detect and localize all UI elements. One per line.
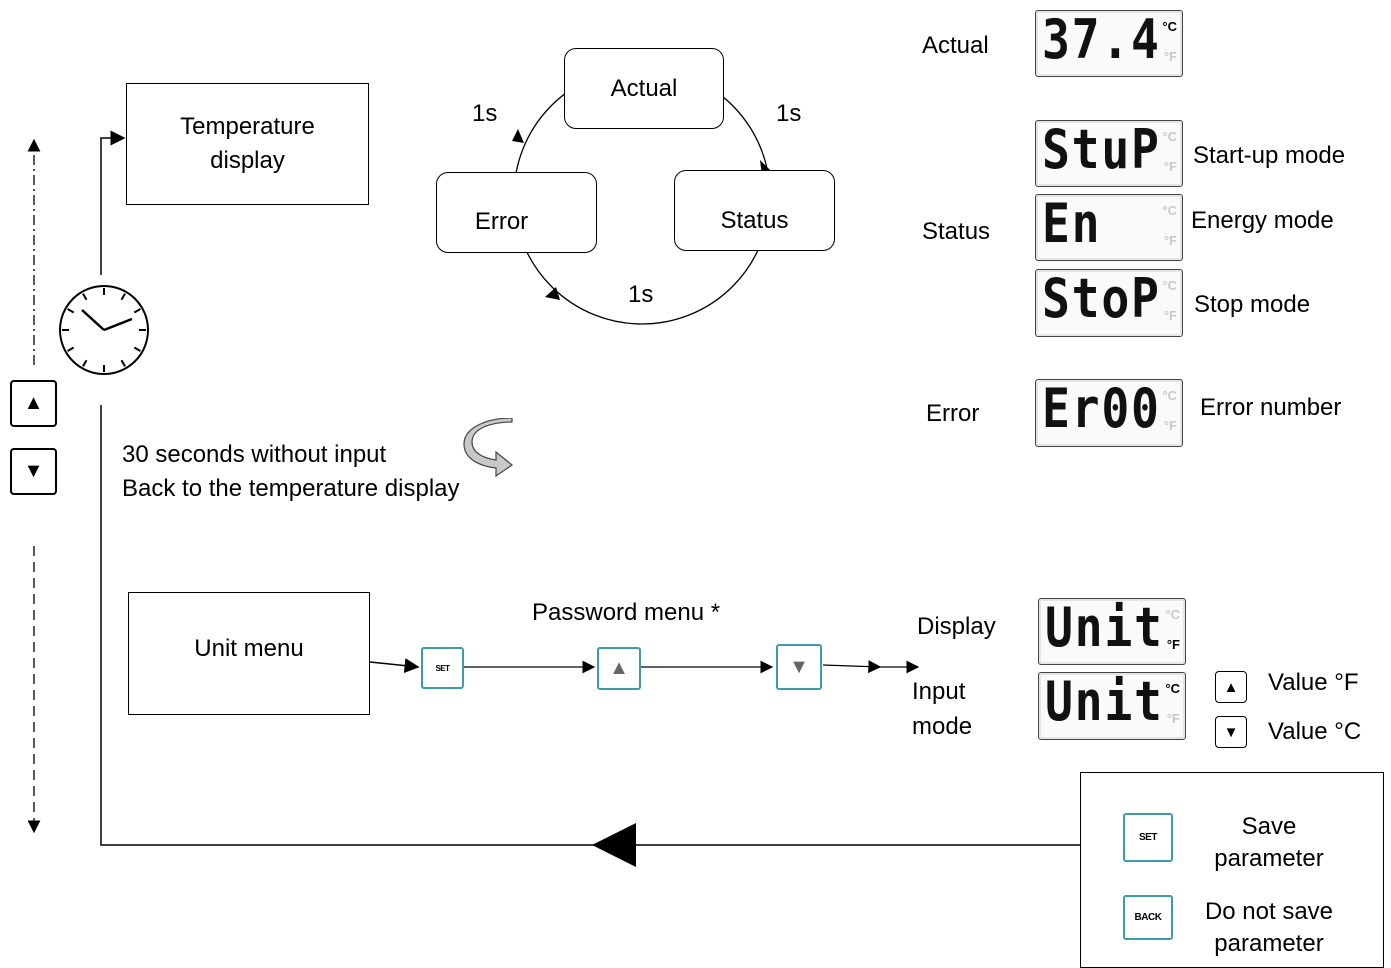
down-arrow-icon: ▼ [1223, 723, 1239, 741]
temperature-display-label: Temperature display [180, 113, 315, 174]
error-number-label: Error number [1200, 394, 1342, 421]
startup-mode-label: Start-up mode [1193, 142, 1346, 169]
back-key-label: BACK [1134, 912, 1162, 923]
back-key-button[interactable]: BACK [1123, 895, 1173, 940]
lcd-unit-f: °F [1163, 49, 1177, 64]
lcd-unit-f: °F [1163, 308, 1177, 323]
error-label: Error [926, 400, 980, 427]
lcd-unit-fahrenheit: Unit °C °F [1038, 596, 1186, 665]
lcd-unit-f: °F [1166, 711, 1180, 726]
lcd-unit-c: °C [1162, 129, 1177, 144]
lcd-unit-f: °F [1163, 418, 1177, 433]
value-f-label: Value °F [1268, 669, 1359, 696]
cycle-actual-box: Actual [564, 48, 724, 129]
down-key-button[interactable]: ▼ [776, 644, 822, 690]
up-arrow-icon: ▲ [23, 392, 44, 414]
clock-icon [59, 285, 149, 375]
lcd-unit-c: °C [1162, 388, 1177, 403]
lcd-digits: StuP [1042, 118, 1161, 181]
password-menu-label: Password menu * [532, 599, 721, 626]
lcd-unit-c: °C [1162, 19, 1177, 34]
up-arrow-icon: ▲ [609, 657, 629, 679]
lcd-startup: StuP °C °F [1035, 118, 1183, 187]
lcd-energy: En °C °F [1035, 192, 1183, 261]
lcd-unit-f: °F [1163, 159, 1177, 174]
up-key-button[interactable]: ▲ [10, 380, 57, 427]
cycle-time-label: 1s [472, 100, 498, 127]
stop-mode-label: Stop mode [1194, 291, 1311, 318]
lcd-digits: Unit [1045, 596, 1164, 659]
cycle-error-box: Error [436, 172, 597, 253]
lcd-unit-celsius: Unit °C °F [1038, 670, 1186, 740]
lcd-error: Er00 °C °F [1035, 377, 1183, 447]
set-key-button[interactable]: SET [1123, 813, 1173, 862]
timeout-text: 30 seconds without input [122, 441, 387, 468]
cycle-actual-label: Actual [610, 74, 678, 102]
up-arrow-icon: ▲ [1223, 678, 1239, 696]
lcd-unit-f: °F [1166, 637, 1180, 652]
legend-text-line: Do not save [1204, 898, 1334, 925]
timeout-text: Back to the temperature display [122, 475, 460, 502]
set-key-button[interactable]: SET [421, 647, 464, 689]
legend-text-line: Save [1241, 813, 1297, 840]
legend-text-line: parameter [1214, 930, 1324, 957]
do-not-save-parameter-text: Do not save parameter [1169, 896, 1369, 960]
lcd-digits: En [1042, 192, 1102, 255]
lcd-digits: StoP [1042, 267, 1161, 330]
lcd-unit-c: °C [1165, 681, 1180, 696]
lcd-unit-c: °C [1162, 278, 1177, 293]
status-label: Status [922, 218, 991, 245]
cycle-status-label: Status [720, 206, 789, 234]
lcd-unit-c: °C [1162, 203, 1177, 218]
down-arrow-icon: ▼ [789, 655, 809, 678]
down-arrow-icon: ▼ [23, 460, 44, 482]
save-parameter-text: Save parameter [1169, 811, 1369, 875]
lcd-actual: 37.4 °C °F [1035, 8, 1183, 77]
cycle-status-box: Status [674, 170, 835, 251]
actual-label: Actual [922, 32, 989, 59]
down-key-button[interactable]: ▼ [10, 448, 57, 495]
unit-menu-box: Unit menu [128, 592, 370, 715]
down-key-button[interactable]: ▼ [1215, 716, 1247, 748]
cycle-time-label: 1s [776, 100, 802, 127]
unit-menu-label: Unit menu [194, 634, 304, 662]
lcd-stop: StoP °C °F [1035, 267, 1183, 337]
energy-mode-label: Energy mode [1191, 207, 1334, 234]
cycle-time-label: 1s [628, 281, 654, 308]
lcd-unit-f: °F [1163, 233, 1177, 248]
value-c-label: Value °C [1268, 718, 1362, 745]
display-label: Display [917, 613, 996, 640]
input-mode-label: mode [912, 713, 973, 740]
input-mode-label: Input [912, 678, 966, 705]
set-key-label: SET [1139, 832, 1157, 843]
key-legend: SET Save parameter BACK Do not save para… [1080, 772, 1384, 968]
cycle-error-label: Error [474, 207, 529, 235]
set-key-label: SET [435, 663, 450, 673]
temperature-display-box: Temperature display [126, 83, 369, 205]
return-arrow-icon [463, 418, 514, 478]
up-key-button[interactable]: ▲ [597, 647, 641, 690]
lcd-digits: 37.4 [1042, 8, 1161, 71]
lcd-digits: Er00 [1042, 377, 1161, 440]
up-key-button[interactable]: ▲ [1215, 671, 1247, 703]
lcd-unit-c: °C [1165, 607, 1180, 622]
legend-text-line: parameter [1214, 845, 1324, 872]
lcd-digits: Unit [1045, 670, 1164, 733]
